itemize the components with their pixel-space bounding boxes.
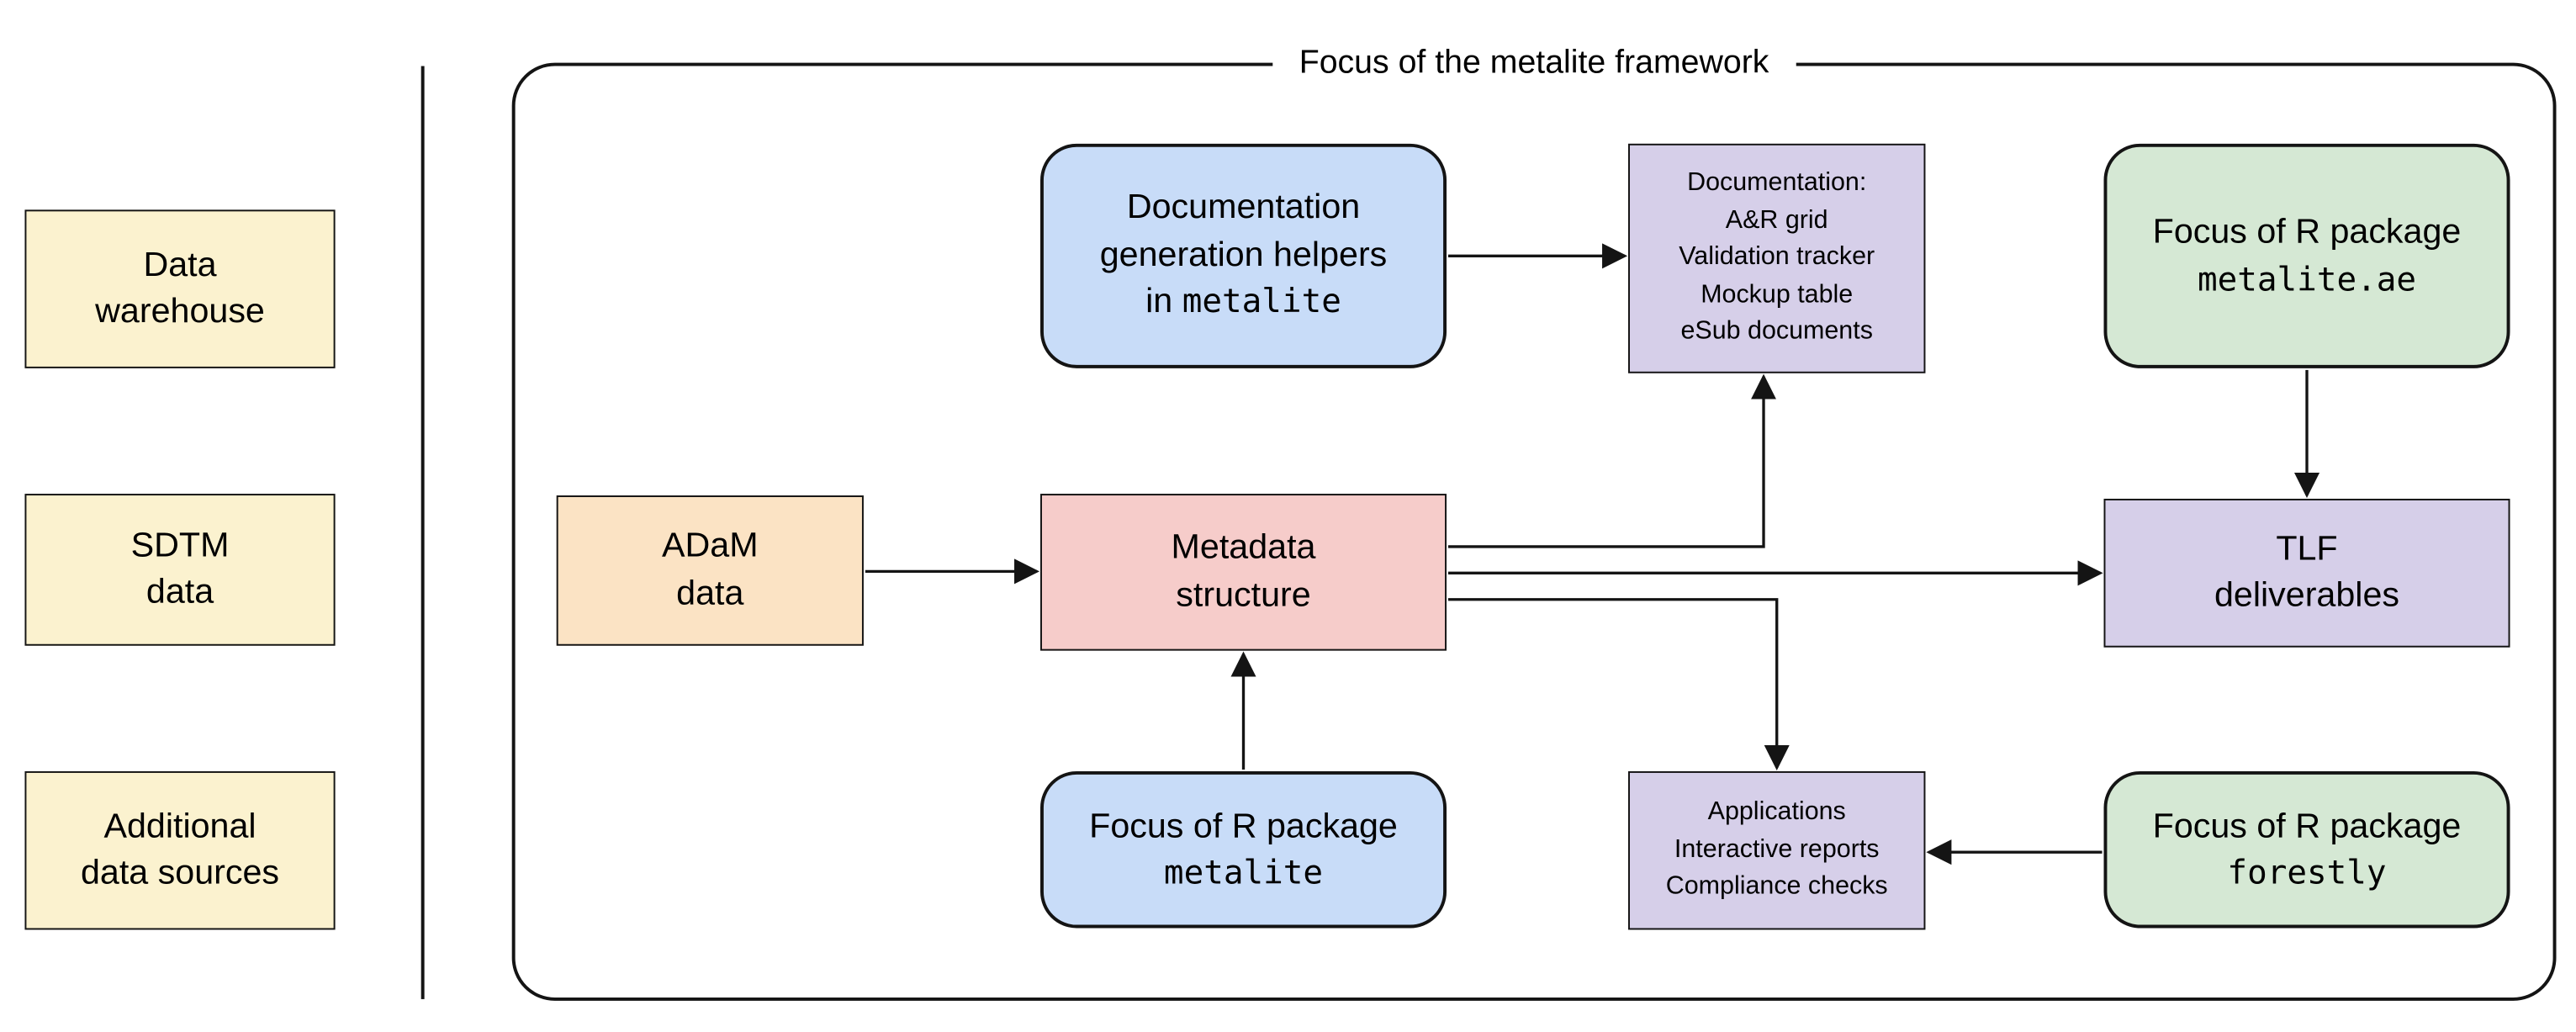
node-documentation-helpers: Documentation generation helpers in meta… bbox=[1040, 143, 1447, 368]
node-tlf-deliverables: TLF deliverables bbox=[2103, 498, 2510, 648]
metalite-pkg-text: Focus of R package bbox=[1089, 807, 1398, 845]
doc-helpers-line1: Documentation bbox=[1126, 188, 1361, 227]
metalite-ae-text: Focus of R package bbox=[2152, 213, 2462, 252]
node-metadata-structure: Metadata structure bbox=[1040, 494, 1447, 651]
vertical-divider bbox=[421, 66, 425, 999]
node-documentation-outputs: Documentation: A&R grid Validation track… bbox=[1628, 143, 1926, 373]
node-metalite-ae: Focus of R package metalite.ae bbox=[2103, 143, 2510, 368]
forestly-text: Focus of R package bbox=[2152, 807, 2462, 845]
node-metalite-package: Focus of R package metalite bbox=[1040, 770, 1447, 929]
node-forestly: Focus of R package forestly bbox=[2103, 770, 2510, 929]
metalite-pkg-code: metalite bbox=[1163, 852, 1324, 892]
node-applications: Applications Interactive reports Complia… bbox=[1628, 770, 1926, 930]
framework-title: Focus of the metalite framework bbox=[1272, 45, 1796, 83]
doc-helpers-line2: generation helpers bbox=[1099, 236, 1388, 274]
forestly-code: forestly bbox=[2227, 852, 2387, 892]
node-additional-data-sources: Additional data sources bbox=[24, 770, 336, 930]
metalite-ae-code: metalite.ae bbox=[2197, 258, 2417, 299]
node-sdtm-data: SDTM data bbox=[24, 494, 336, 646]
node-data-warehouse: Data warehouse bbox=[24, 209, 336, 368]
doc-helpers-line3: in metalite bbox=[1145, 281, 1341, 321]
node-adam-data: ADaM data bbox=[556, 495, 864, 646]
metalite-code-label: metalite bbox=[1182, 281, 1341, 321]
